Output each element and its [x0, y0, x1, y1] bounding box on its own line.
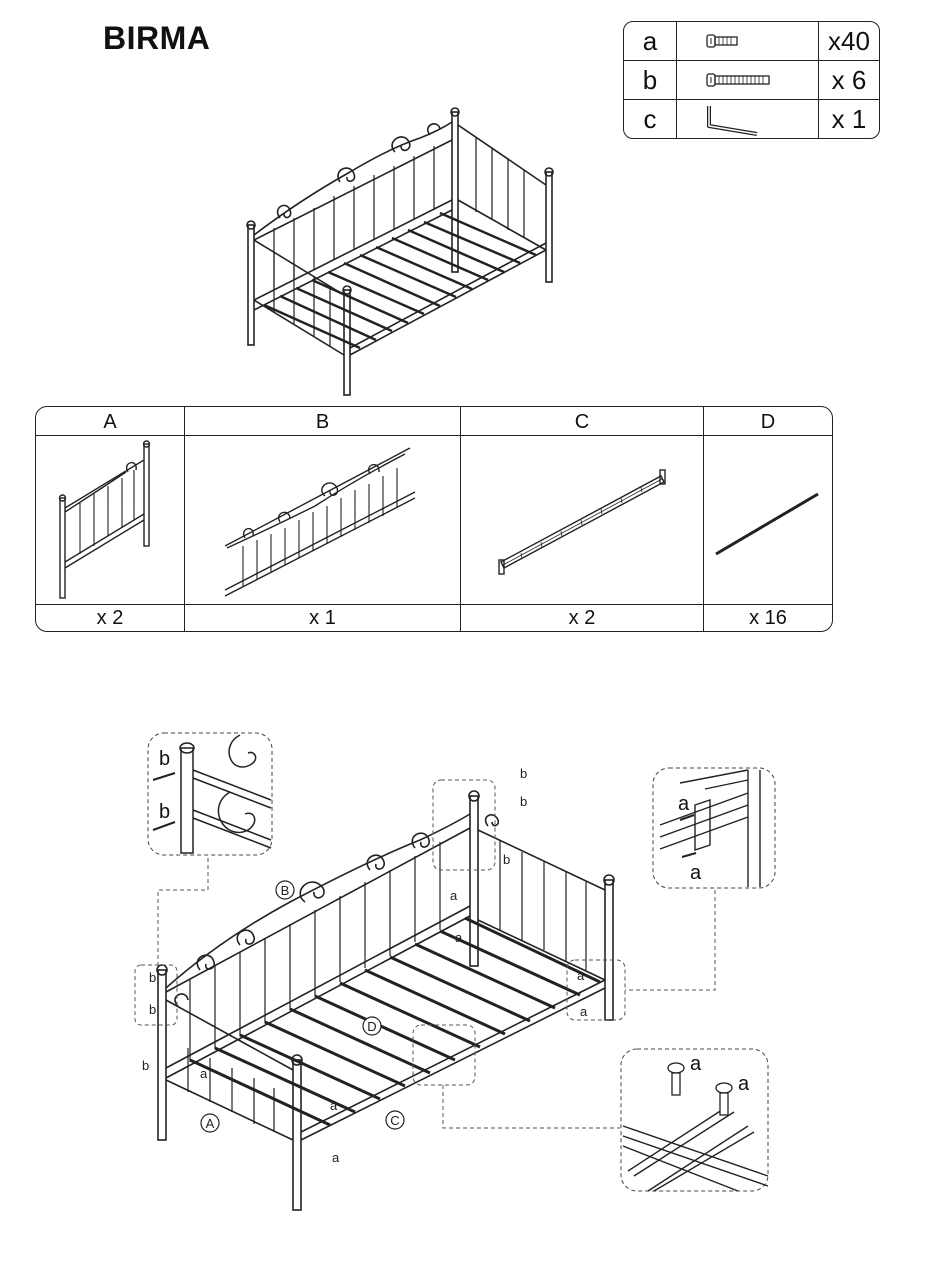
part-label: D — [704, 407, 832, 436]
hardware-qty: x 1 — [831, 104, 867, 134]
hardware-table: a x40 b x 6 c — [623, 21, 880, 139]
hardware-row-b: b x 6 — [624, 61, 879, 100]
hardware-callout-b: b — [159, 748, 170, 770]
product-title: BIRMA — [103, 20, 211, 56]
assembly-label-b: B — [281, 883, 290, 898]
hardware-callout-b: b — [149, 1002, 156, 1017]
hardware-row-c: c x 1 — [624, 100, 879, 138]
hardware-callout-a: a — [580, 1004, 588, 1019]
hardware-callout-a: a — [738, 1073, 750, 1095]
headboard-part-illustration — [36, 436, 184, 604]
hardware-callout-a: a — [690, 862, 702, 884]
hardware-callout-b: b — [503, 852, 510, 867]
part-label: B — [185, 407, 460, 436]
part-label: C — [461, 407, 703, 436]
hardware-callout-a: a — [690, 1053, 702, 1075]
part-qty: x 1 — [185, 604, 460, 631]
long-bolt-icon — [677, 61, 819, 99]
hardware-id: b — [624, 61, 677, 99]
part-qty: x 2 — [36, 604, 184, 631]
hardware-callout-b: b — [520, 766, 527, 781]
assembled-bed-illustration — [246, 107, 554, 396]
assembly-label-d: D — [367, 1019, 376, 1034]
hardware-callout-b: b — [520, 794, 527, 809]
hardware-callout-a: a — [332, 1150, 340, 1165]
hardware-callout-b: b — [142, 1058, 149, 1073]
allen-key-icon — [677, 100, 819, 138]
short-bolt-icon — [677, 22, 819, 60]
assembly-label-a: A — [206, 1116, 215, 1131]
detail-inset-rail-bracket: a a — [652, 767, 776, 889]
hardware-callout-a: a — [455, 930, 463, 945]
hardware-callout-a: a — [577, 968, 585, 983]
assembly-label-c: C — [390, 1113, 399, 1128]
hardware-id: a — [624, 22, 677, 60]
detail-inset-backrest-bolts: b b — [147, 732, 273, 856]
hardware-qty: x40 — [828, 26, 870, 56]
part-column-b: B — [185, 407, 461, 631]
hardware-row-a: a x40 — [624, 22, 879, 61]
part-label: A — [36, 407, 184, 436]
side-rail-part-illustration — [461, 436, 703, 604]
parts-table: A x 2 — [35, 406, 833, 632]
part-column-c: C x 2 — [461, 407, 704, 631]
assembly-diagram: B A C D b b b b b b a a a a a a a — [134, 766, 716, 1211]
part-column-d: D x 16 — [704, 407, 832, 631]
hardware-callout-a: a — [330, 1098, 338, 1113]
hardware-callout-a: a — [678, 793, 690, 815]
hardware-qty: x 6 — [831, 65, 867, 95]
part-qty: x 2 — [461, 604, 703, 631]
part-qty: x 16 — [704, 604, 832, 631]
backrest-part-illustration — [185, 436, 460, 604]
hardware-callout-b: b — [149, 970, 156, 985]
detail-inset-slat-bolts: a a — [620, 1048, 769, 1192]
hardware-callout-a: a — [450, 888, 458, 903]
hardware-callout-b: b — [159, 801, 170, 823]
part-column-a: A x 2 — [36, 407, 185, 631]
hardware-id: c — [624, 100, 677, 138]
hardware-callout-a: a — [200, 1066, 208, 1081]
slat-part-illustration — [704, 436, 832, 604]
